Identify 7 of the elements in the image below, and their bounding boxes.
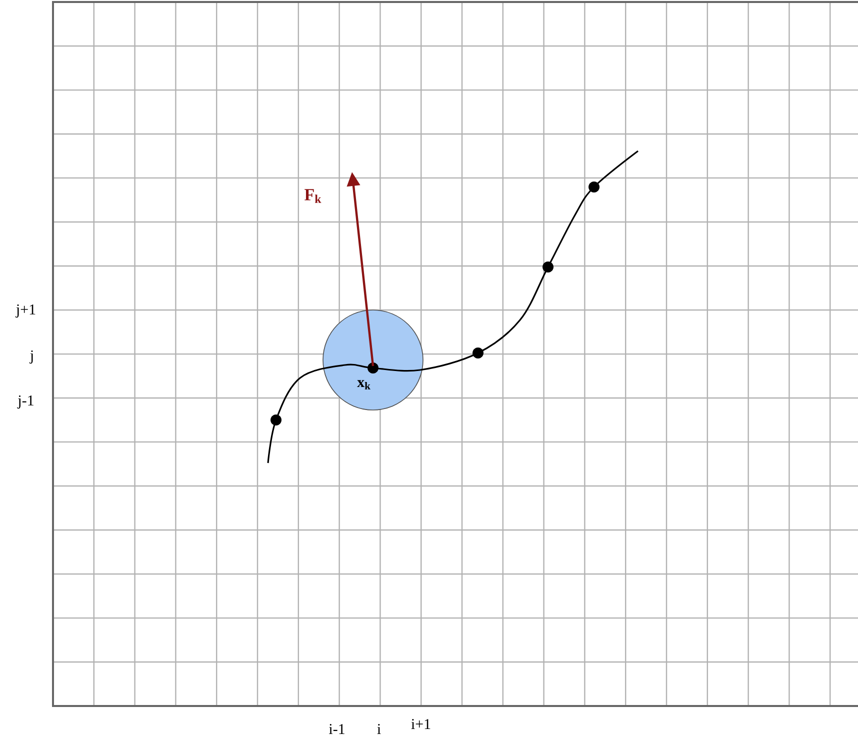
axis-label: j+1: [16, 304, 36, 318]
axis-label: i: [377, 724, 381, 734]
axis-label: j: [29, 350, 33, 364]
axis-label: j-1: [17, 395, 34, 409]
axis-label: i+1: [411, 719, 430, 729]
force-label: F$_{k}$: [304, 189, 322, 203]
axis-label: i-1: [329, 724, 344, 734]
